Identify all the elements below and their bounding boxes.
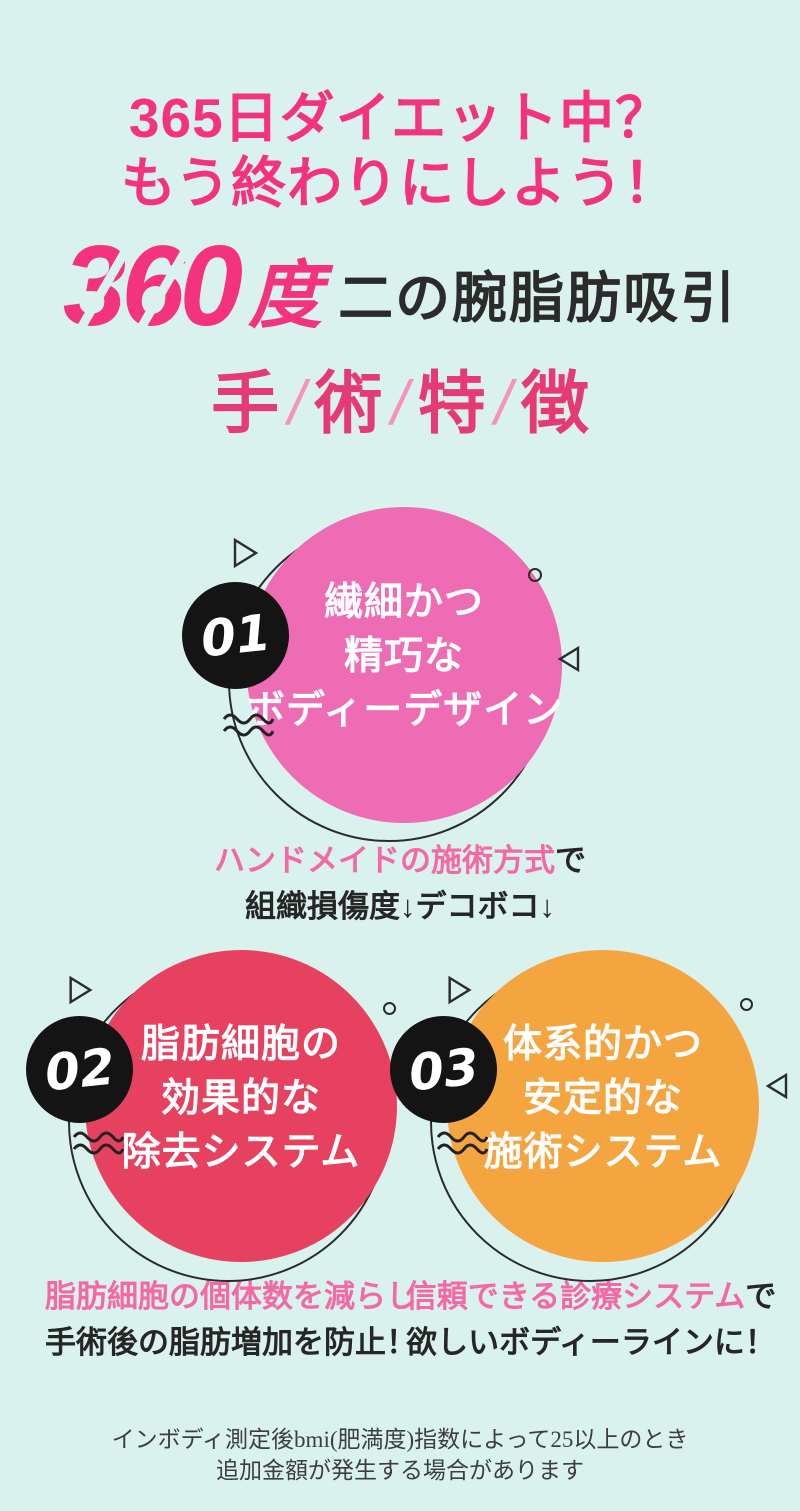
big-360-number: 360	[62, 223, 243, 350]
feature-03-number: 03	[405, 1037, 482, 1102]
feature-01-line3: ボディーデザイン	[246, 689, 564, 732]
headline: 365日ダイエット中？ もう終わりにしよう！	[0, 86, 800, 216]
feature-02-line1: 脂肪細胞の	[140, 1023, 341, 1066]
headline-line2: もう終わりにしよう！	[120, 152, 680, 214]
feature-03-caption: 信頼できる診療システムで 欲しいボディーラインに！	[360, 1278, 800, 1362]
feature-01-number-badge: 01	[182, 582, 289, 689]
feature-02-number: 02	[41, 1037, 118, 1102]
feature-01-line1: 繊細かつ	[323, 581, 484, 624]
caption-suffix: で	[745, 1279, 777, 1314]
section-title-char: 徴	[520, 366, 589, 442]
waves-icon	[72, 1131, 124, 1155]
feature-01-text: 繊細かつ 精巧な ボディーデザイン	[246, 576, 562, 738]
caption-suffix: で	[555, 843, 586, 878]
section-title-slash: /	[391, 369, 409, 438]
feature-03-circle	[447, 950, 759, 1262]
section-title: 手 / 術 / 特 / 徴	[0, 366, 800, 442]
caption-highlight: 信頼できる診療システム	[405, 1279, 746, 1314]
feature-02-line2: 効果的な	[160, 1077, 321, 1120]
footnote-line1: インボディ測定後bmi(肥満度)指数によって25以上のとき	[111, 1427, 689, 1452]
small-circle-icon	[528, 568, 542, 582]
feature-02-caption-line1: 脂肪細胞の個体数を減らし	[0, 1278, 462, 1316]
small-circle-icon	[740, 998, 753, 1011]
waves-icon	[436, 1131, 488, 1155]
headline-line1: 365日ダイエット中？	[128, 87, 672, 149]
feature-03-line1: 体系的かつ	[502, 1023, 703, 1066]
triangle-right-icon	[233, 537, 259, 569]
waves-icon	[222, 713, 274, 737]
feature-03-number-badge: 03	[390, 1016, 497, 1123]
feature-01-caption-line2: 組織損傷度↓デコボコ↓	[245, 889, 555, 924]
caption-highlight: ハンドメイドの施術方式	[214, 843, 555, 878]
section-title-char: 術	[314, 366, 383, 442]
footnote-line2: 追加金額が発生する場合があります	[216, 1458, 584, 1483]
small-circle-icon	[383, 1002, 396, 1015]
feature-03-text: 体系的かつ 安定的な 施術システム	[447, 1018, 759, 1180]
subheadline: 360 度 二の腕脂肪吸引	[0, 223, 800, 350]
feature-03-caption-line2: 欲しいボディーラインに！	[406, 1325, 776, 1360]
triangle-right-icon	[448, 975, 472, 1005]
section-title-char: 特	[417, 366, 486, 442]
feature-03-line3: 施術システム	[483, 1131, 723, 1174]
triangle-left-icon	[557, 645, 580, 673]
section-title-slash: /	[288, 369, 306, 438]
feature-02-line3: 除去システム	[121, 1131, 361, 1174]
feature-01-caption-line1: ハンドメイドの施術方式で	[0, 842, 800, 880]
feature-01-number: 01	[197, 603, 274, 668]
feature-02-text: 脂肪細胞の 効果的な 除去システム	[85, 1018, 397, 1180]
big-360: 360	[62, 223, 244, 350]
feature-03-caption-line1: 信頼できる診療システムで	[360, 1278, 800, 1316]
footnote: インボディ測定後bmi(肥満度)指数によって25以上のとき 追加金額が発生する場…	[0, 1424, 800, 1486]
section-title-char: 手	[211, 366, 280, 442]
feature-02-caption-line2: 手術後の脂肪増加を防止！	[45, 1325, 417, 1360]
feature-02-caption: 脂肪細胞の個体数を減らし 手術後の脂肪増加を防止！	[0, 1278, 462, 1362]
triangle-left-icon	[765, 1072, 788, 1100]
feature-01-line2: 精巧な	[343, 635, 464, 678]
triangle-right-icon	[69, 975, 93, 1005]
feature-02-circle	[85, 950, 397, 1262]
feature-01-circle	[246, 507, 562, 823]
feature-03-line2: 安定的な	[522, 1077, 683, 1120]
caption-highlight: 脂肪細胞の個体数を減らし	[45, 1279, 417, 1314]
section-title-slash: /	[494, 369, 512, 438]
procedure-title: 二の腕脂肪吸引	[338, 267, 738, 329]
feature-02-number-badge: 02	[26, 1016, 133, 1123]
feature-01-caption: ハンドメイドの施術方式で 組織損傷度↓デコボコ↓	[0, 842, 800, 926]
degree-label: 度	[248, 254, 323, 337]
